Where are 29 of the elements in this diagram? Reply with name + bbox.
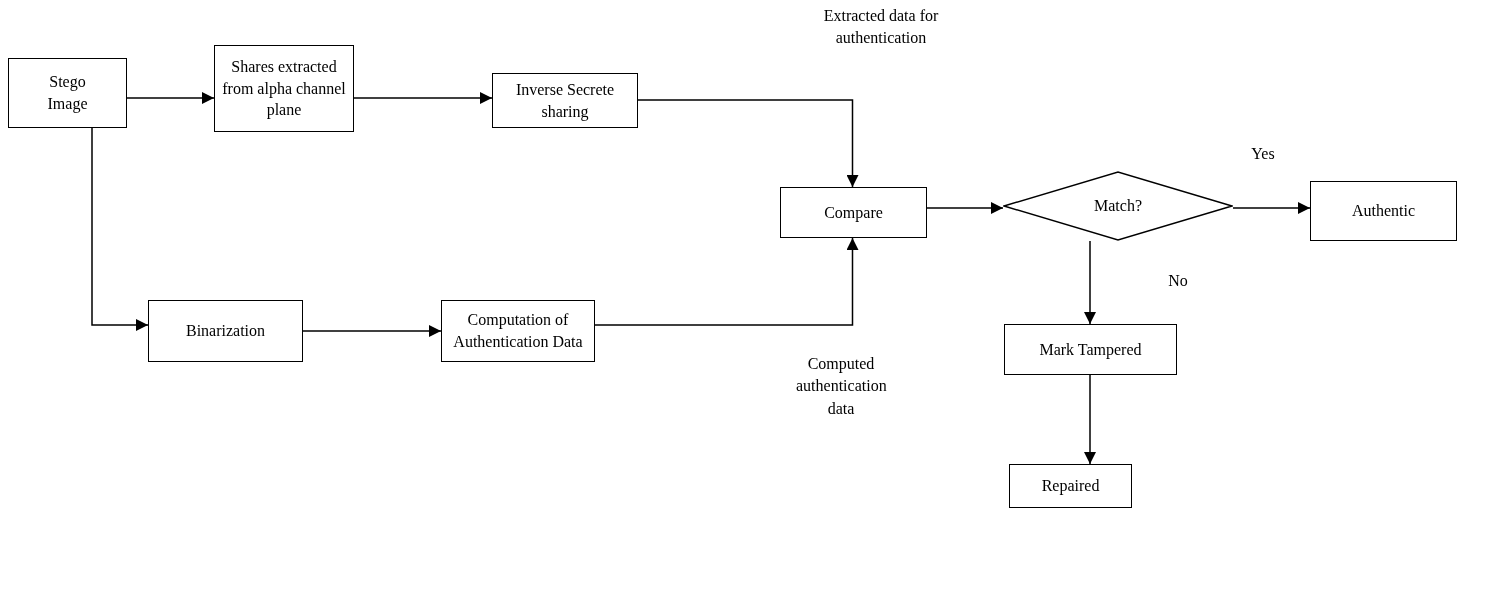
- process-box: [441, 300, 595, 362]
- arrow: [1084, 374, 1096, 465]
- arrow: [926, 202, 1004, 214]
- process-box: [780, 187, 927, 238]
- arrow: [302, 325, 442, 337]
- node-label: Stego Image: [46, 72, 89, 115]
- arrow: [594, 237, 859, 326]
- process-box: [8, 58, 127, 128]
- node-label: Compare: [823, 202, 884, 224]
- node-label: Mark Tampered: [1038, 339, 1143, 361]
- process-box: [492, 73, 638, 128]
- process-box: [214, 45, 354, 132]
- process-box: [1004, 324, 1177, 375]
- process-box: [148, 300, 303, 362]
- arrow: [637, 99, 859, 188]
- node-label: Match?: [1093, 196, 1143, 217]
- process-box: [1009, 464, 1132, 508]
- arrow: [91, 127, 149, 331]
- node-label: Shares extracted from alpha channel plane: [221, 57, 347, 121]
- node-label: Repaired: [1040, 476, 1101, 497]
- arrow: [126, 92, 215, 104]
- arrow: [353, 92, 493, 104]
- process-box: [1310, 181, 1457, 241]
- arrow: [1084, 240, 1096, 325]
- node-label: Authentic: [1350, 201, 1417, 222]
- node-label: Inverse Secrete sharing: [514, 79, 616, 123]
- arrow: [1232, 202, 1311, 214]
- node-label: Computation of Authentication Data: [452, 310, 584, 352]
- node-label: Binarization: [184, 321, 267, 342]
